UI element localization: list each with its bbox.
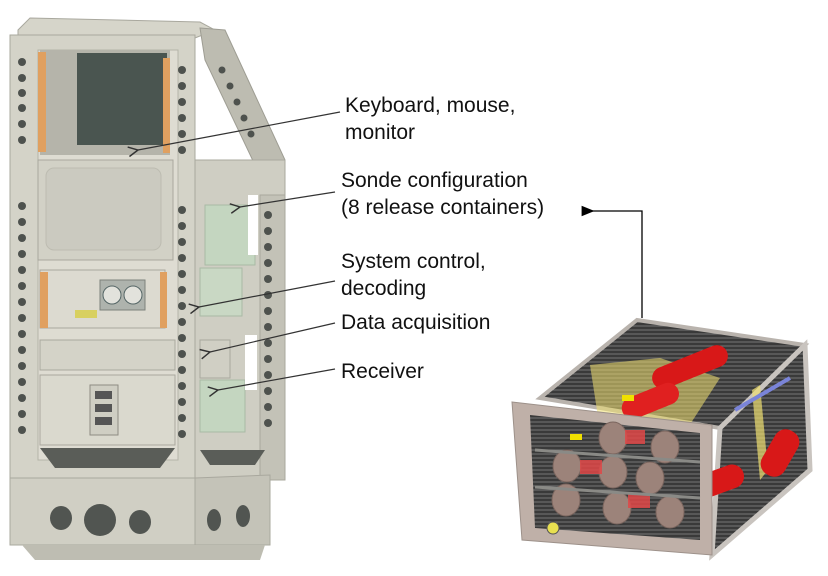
sonde-canisters [621,345,800,500]
label-receiver: Receiver [341,358,424,385]
label-line: System control, [341,250,486,273]
monitor-screen [77,53,167,145]
rack [9,17,286,560]
callout-leaders [138,111,341,390]
container-pointer-arrow [581,205,643,318]
leader-system-control [199,280,336,307]
label-sonde-configuration: Sonde configuration (8 release container… [341,167,544,221]
label-line: Sonde configuration [341,169,528,192]
label-line: (8 release containers) [341,196,545,219]
rack-column-holes [18,58,272,438]
rack-base-holes [50,504,250,536]
canister-end-caps [551,421,685,529]
label-system-control: System control, decoding [341,248,486,302]
label-line: Keyboard, mouse, [345,94,516,117]
data-acquisition-tray [39,339,176,371]
label-line: Data acquisition [341,311,491,334]
leader-keyboard [138,111,341,150]
label-keyboard-mouse-monitor: Keyboard, mouse, monitor [345,92,515,146]
leader-receiver [218,368,336,390]
leader-data-acquisition [210,322,336,352]
leader-sonde [240,191,336,207]
label-line: monitor [345,121,416,144]
label-data-acquisition: Data acquisition [341,309,490,336]
label-line: decoding [341,277,427,300]
label-line: Receiver [341,360,424,383]
sonde-release-container [511,317,813,561]
container-connector [546,521,560,535]
